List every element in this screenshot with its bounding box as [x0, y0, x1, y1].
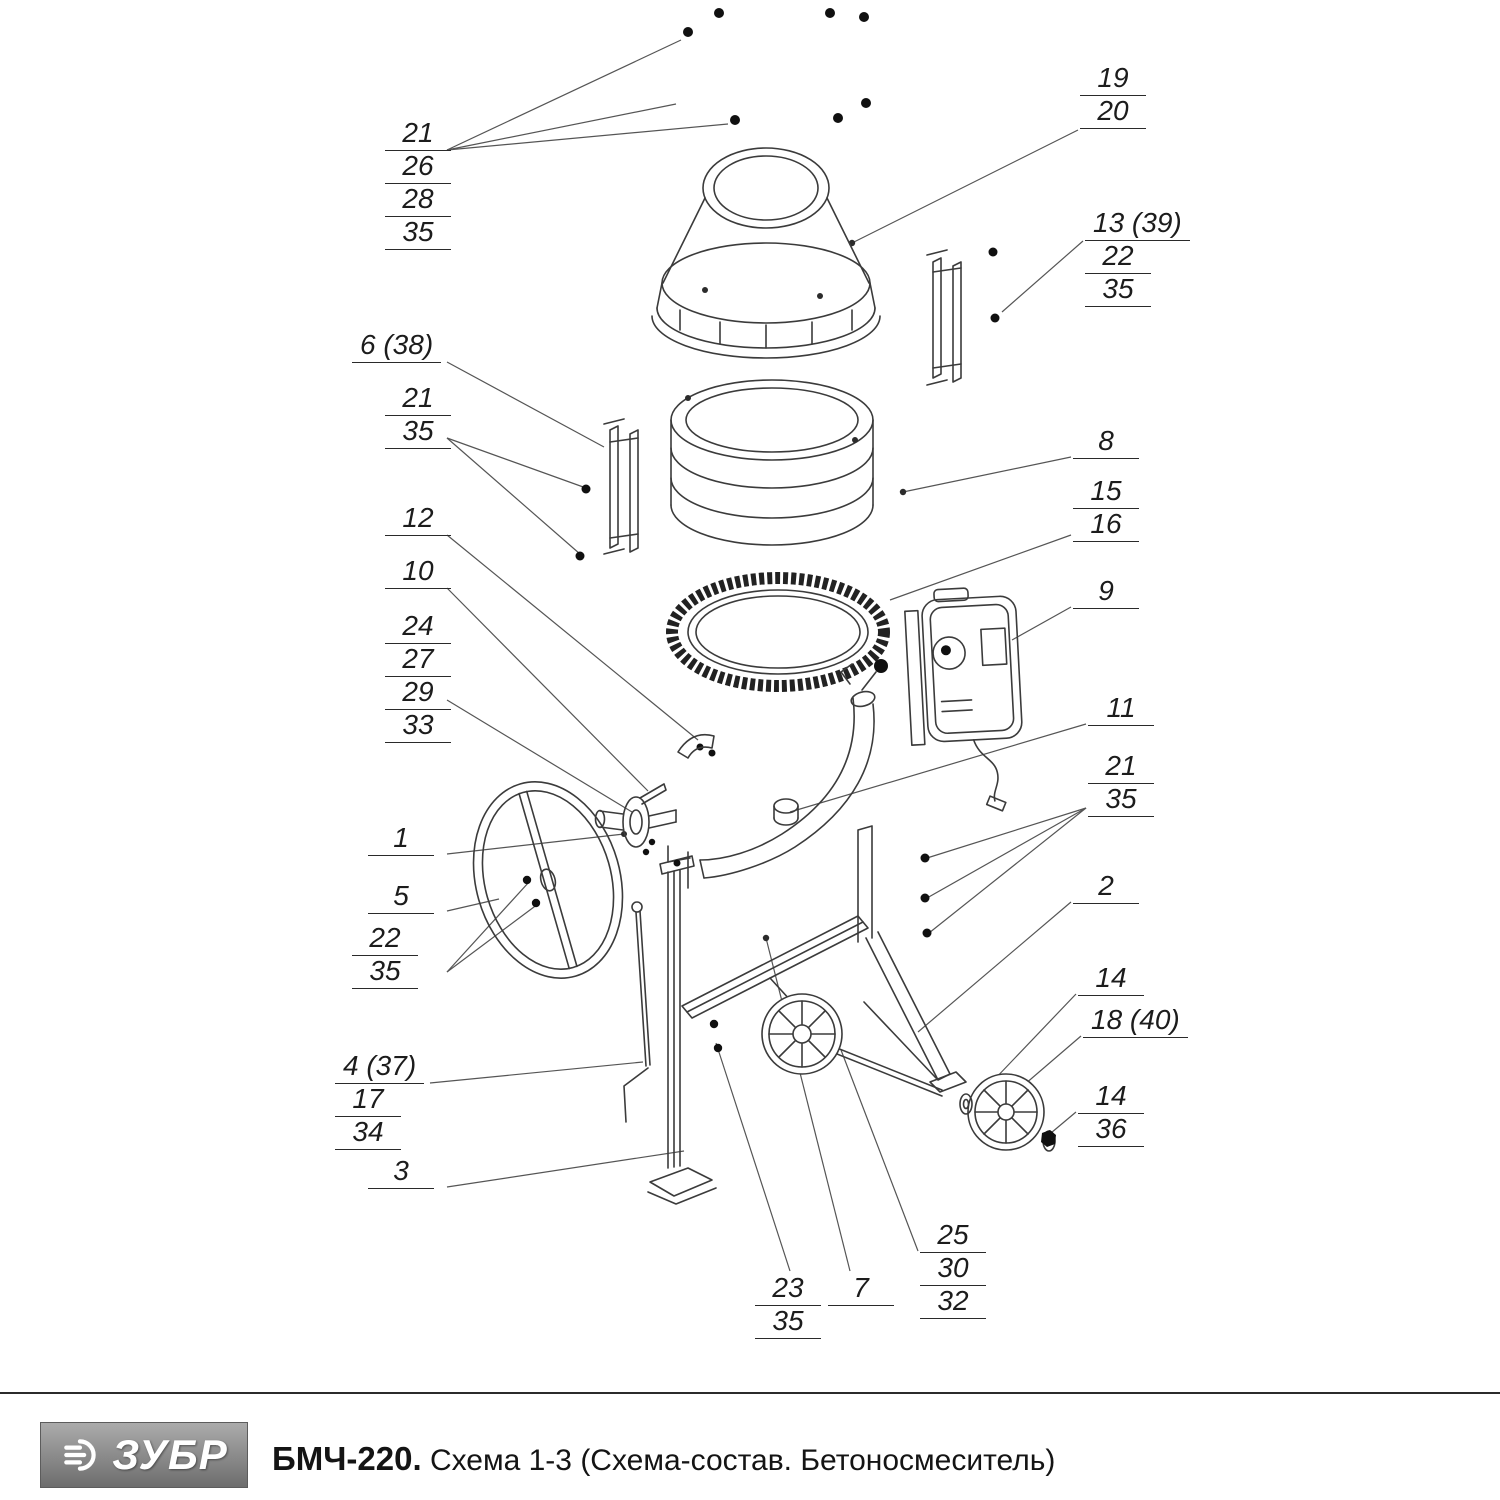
zubr-logo-icon — [64, 1439, 96, 1471]
callout-label: 12 — [385, 503, 451, 536]
callout-front-leg: 3 — [368, 1156, 434, 1189]
rear-leg-part — [801, 825, 967, 1097]
front-leg-part — [647, 855, 717, 1205]
callout-label: 22 — [1085, 241, 1151, 274]
callout-label: 4 (37) — [335, 1051, 425, 1084]
callout-label: 26 — [385, 151, 451, 184]
callout-motor: 9 — [1073, 576, 1139, 609]
callout-label: 30 — [920, 1253, 986, 1286]
axle-washer — [959, 1093, 973, 1115]
left-handle-bracket — [603, 418, 639, 555]
callout-label: 16 — [1073, 509, 1139, 542]
callout-handwheel: 5 — [368, 881, 434, 914]
callout-label: 29 — [385, 677, 451, 710]
callout-label: 8 — [1073, 426, 1139, 459]
exploded-diagram — [429, 8, 1087, 1272]
brand-name: ЗУБР — [112, 1431, 228, 1478]
callout-washer-front: 14 — [1078, 963, 1144, 996]
callout-left-bracket: 6 (38) — [352, 330, 442, 363]
callout-label: 36 — [1078, 1114, 1144, 1147]
callout-clamp: 12 — [385, 503, 451, 536]
callout-drum: 8 — [1073, 426, 1139, 459]
callout-label: 35 — [385, 416, 451, 449]
rear-wheel-part — [967, 1073, 1045, 1151]
handwheel-part — [472, 781, 624, 979]
callout-label: 11 — [1088, 693, 1154, 726]
axle-nut — [1041, 1130, 1056, 1152]
callout-label: 15 — [1073, 476, 1139, 509]
callout-label: 3 — [368, 1156, 434, 1189]
callout-lever: 10 — [385, 556, 451, 589]
cap-nut-part — [773, 798, 799, 826]
callout-label: 7 — [828, 1273, 894, 1306]
callout-label: 32 — [920, 1286, 986, 1319]
callout-label: 25 — [920, 1220, 986, 1253]
sheet-subtitle: Схема 1-3 (Схема-состав. Бетоносмеситель… — [429, 1444, 1056, 1477]
gearbox-hub-part — [594, 733, 715, 863]
callout-label: 35 — [385, 217, 451, 250]
callout-label: 19 — [1080, 63, 1146, 96]
callout-rear-leg: 2 — [1073, 871, 1139, 904]
callout-label: 14 — [1078, 1081, 1144, 1114]
callout-label: 20 — [1080, 96, 1146, 129]
callout-label: 27 — [385, 644, 451, 677]
callout-label: 13 (39) — [1085, 208, 1190, 241]
callout-label: 14 — [1078, 963, 1144, 996]
motor-part — [904, 587, 1023, 812]
callout-cap-nut: 11 — [1088, 693, 1154, 726]
callout-label: 9 — [1073, 576, 1139, 609]
callout-label: 24 — [385, 611, 451, 644]
callout-label: 35 — [1088, 784, 1154, 817]
callout-label: 33 — [385, 710, 451, 743]
right-handle-bracket — [926, 249, 962, 386]
callout-label: 5 — [368, 881, 434, 914]
ring-gear-part — [666, 572, 890, 692]
support-tube-part — [687, 659, 888, 889]
callout-beam: 7 — [828, 1273, 894, 1306]
callout-label: 6 (38) — [352, 330, 442, 363]
callout-label: 21 — [1088, 751, 1154, 784]
leader-lines — [429, 39, 1087, 1272]
callout-label: 17 — [335, 1084, 401, 1117]
callout-label: 18 (40) — [1083, 1005, 1188, 1038]
fastener-screws — [522, 8, 1000, 1053]
callout-wheel-right: 18 (40) — [1083, 1005, 1188, 1038]
footer-divider — [0, 1392, 1500, 1394]
drum-cone-part — [651, 147, 881, 359]
callout-hub: 1 — [368, 823, 434, 856]
callout-label: 35 — [352, 956, 418, 989]
front-wheel-part — [761, 993, 843, 1075]
callout-label: 1 — [368, 823, 434, 856]
callout-label: 28 — [385, 184, 451, 217]
callout-label: 22 — [352, 923, 418, 956]
model-number: БМЧ-220. — [272, 1440, 422, 1477]
callout-label: 2 — [1073, 871, 1139, 904]
zubr-logo: ЗУБР — [40, 1422, 248, 1488]
tie-rod-part — [623, 901, 651, 1123]
drum-band-part — [670, 379, 874, 546]
callout-label: 10 — [385, 556, 451, 589]
sheet-title: БМЧ-220. Схема 1-3 (Схема-состав. Бетоно… — [272, 1440, 1055, 1478]
callout-label: 35 — [1085, 274, 1151, 307]
callout-label: 34 — [335, 1117, 401, 1150]
callout-label: 21 — [385, 118, 451, 151]
callout-label: 21 — [385, 383, 451, 416]
callout-label: 23 — [755, 1273, 821, 1306]
callout-label: 35 — [755, 1306, 821, 1339]
